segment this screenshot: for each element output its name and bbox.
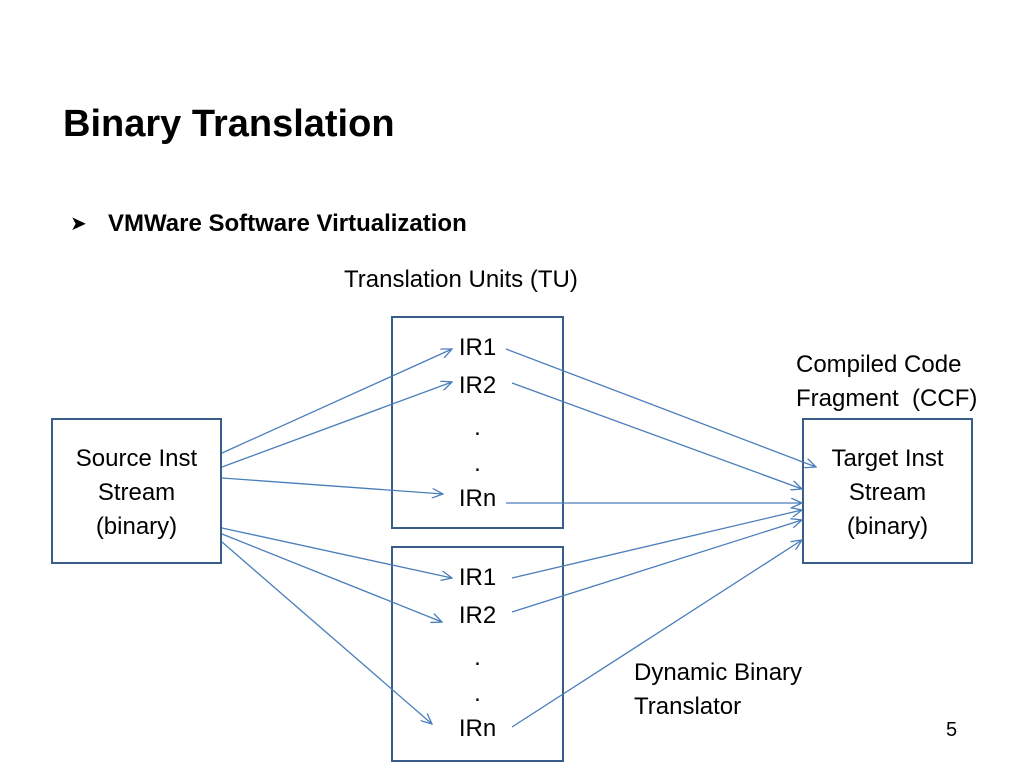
tu-top-irn: IRn xyxy=(458,485,497,512)
bullet-item: ➤ VMWare Software Virtualization xyxy=(70,206,467,242)
tu-top-dot2: . xyxy=(474,450,481,477)
arrow-source-to-top-ir2 xyxy=(221,382,452,468)
arrow-source-to-top-ir1 xyxy=(221,349,452,454)
tu-top-dot1: . xyxy=(474,414,481,441)
arrow-source-to-bottom-ir2 xyxy=(221,533,442,622)
source-inst-stream-box: Source Inst Stream (binary) xyxy=(51,418,222,564)
tu-bottom-irn: IRn xyxy=(458,715,497,742)
tu-top-ir1: IR1 xyxy=(458,334,497,361)
arrowhead-bullet-icon: ➤ xyxy=(70,213,87,235)
target-line2: Stream xyxy=(848,479,927,506)
dbt-label-line1: Dynamic Binary xyxy=(634,659,803,686)
arrow-source-to-top-irn xyxy=(221,477,443,494)
ccf-label-line2: Fragment (CCF) xyxy=(796,385,978,412)
target-line3: (binary) xyxy=(846,513,929,540)
dbt-label-line2: Translator xyxy=(634,693,742,720)
tu-top-ir2: IR2 xyxy=(458,372,497,399)
arrow-bottom-ir2-to-target xyxy=(511,520,802,613)
tu-bottom-dot2: . xyxy=(474,680,481,707)
tu-bottom-dot1: . xyxy=(474,644,481,671)
source-line1: Source Inst xyxy=(75,445,198,472)
arrow-top-ir1-to-target xyxy=(505,348,816,467)
bullet-text: VMWare Software Virtualization xyxy=(108,210,467,237)
tu-bottom-ir2: IR2 xyxy=(458,602,497,629)
slide-title: Binary Translation xyxy=(63,103,395,145)
translation-unit-box-top: IR1 IR2 . . IRn xyxy=(391,316,564,529)
tu-bottom-ir1: IR1 xyxy=(458,564,497,591)
translation-unit-box-bottom: IR1 IR2 . . IRn xyxy=(391,546,564,762)
source-line3: (binary) xyxy=(95,513,178,540)
ccf-label-line1: Compiled Code xyxy=(796,351,962,378)
source-line2: Stream xyxy=(97,479,176,506)
arrow-top-ir2-to-target xyxy=(511,382,802,489)
arrow-source-to-bottom-ir1 xyxy=(221,527,452,578)
translation-units-label: Translation Units (TU) xyxy=(344,266,578,293)
target-inst-stream-box: Target Inst Stream (binary) xyxy=(802,418,973,564)
page-number: 5 xyxy=(946,719,958,741)
target-line1: Target Inst xyxy=(831,445,944,472)
arrow-bottom-ir1-to-target xyxy=(511,510,802,579)
arrow-source-to-bottom-irn xyxy=(221,541,432,724)
arrow-bottom-irn-to-target xyxy=(511,540,802,728)
